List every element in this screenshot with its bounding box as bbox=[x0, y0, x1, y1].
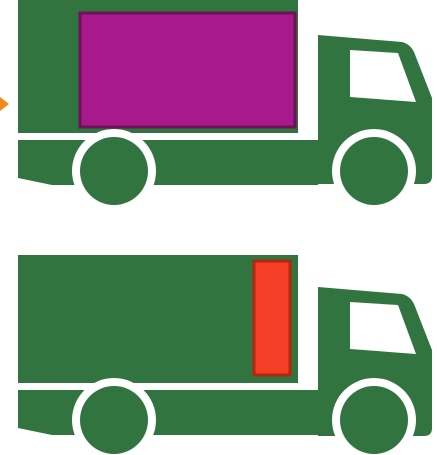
arrow-right-icon bbox=[0, 97, 9, 111]
bottom-truck-highlight-region bbox=[254, 261, 290, 375]
top-truck bbox=[0, 0, 432, 213]
bottom-truck bbox=[18, 255, 432, 455]
top-truck-chassis bbox=[18, 140, 318, 185]
bottom-truck-front-wheel bbox=[340, 386, 408, 454]
bottom-truck-rear-wheel bbox=[80, 386, 148, 454]
top-truck-highlight-region bbox=[80, 13, 295, 127]
top-truck-front-wheel bbox=[340, 137, 408, 205]
bottom-truck-chassis bbox=[18, 390, 318, 435]
top-truck-rear-wheel bbox=[80, 137, 148, 205]
